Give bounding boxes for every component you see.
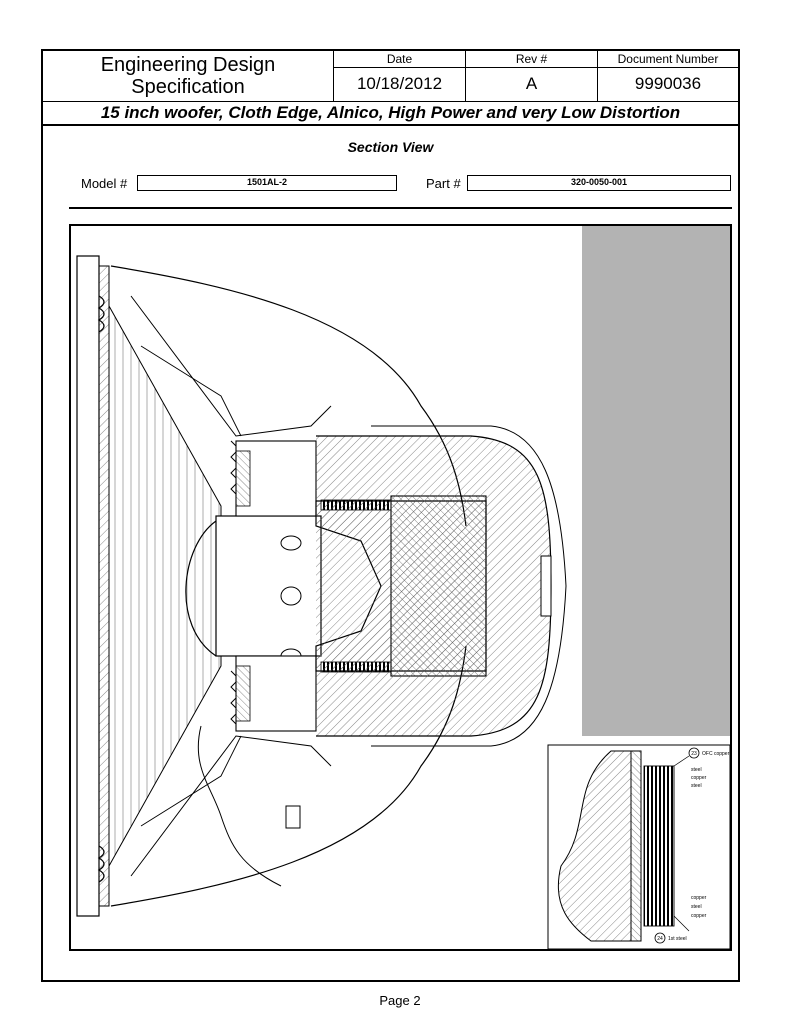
terminal <box>285 805 301 829</box>
spec-sheet: Engineering Design Specification Date 10… <box>41 49 740 982</box>
doc-title: Engineering Design Specification <box>43 51 334 101</box>
doc-number-label: Document Number <box>598 51 738 68</box>
ref-top-number: 23 <box>691 751 697 757</box>
model-label: Model # <box>81 176 128 191</box>
page-number: Page 2 <box>379 993 421 1008</box>
ref-top-text: OFC copper <box>702 751 730 757</box>
coil-winding-upper <box>235 450 251 507</box>
part-label: Part # <box>426 176 461 191</box>
rear-vent <box>540 555 552 617</box>
doc-title-line1: Engineering Design <box>100 54 276 76</box>
coil-former <box>215 515 322 657</box>
coil-winding-lower <box>235 665 251 722</box>
ref-bottom-text: 1st steel <box>668 936 687 942</box>
basket-top-rib <box>140 345 242 437</box>
ref-bubble-top <box>688 747 700 759</box>
vent-hole-mid <box>280 586 302 606</box>
detail-top-label-1: steel <box>691 767 702 773</box>
date-label: Date <box>334 51 465 68</box>
shade-panel <box>582 226 730 736</box>
dust-dome <box>185 520 217 657</box>
woofer-section-svg: 23 OFC copper steel copper steel copper … <box>76 226 730 949</box>
surround-bottom <box>97 845 105 883</box>
detail-bottom-label-3: copper <box>691 913 707 919</box>
basket-top-arm <box>130 295 332 437</box>
date-cell: Date 10/18/2012 <box>334 51 466 101</box>
cone <box>108 304 222 868</box>
basket-bottom-arm <box>130 735 332 877</box>
section-drawing: 23 OFC copper steel copper steel copper … <box>69 224 732 951</box>
surround-top <box>97 295 105 333</box>
model-field: 1501AL-2 <box>137 175 397 191</box>
doc-number-value: 9990036 <box>634 74 702 93</box>
detail-bottom-label-1: copper <box>691 895 707 901</box>
doc-number-cell: Document Number 9990036 <box>598 51 738 101</box>
ref-bubble-bottom <box>654 932 666 944</box>
ref-bottom-number: 24 <box>657 936 663 942</box>
detail-coil <box>643 765 675 927</box>
doc-title-line2: Specification <box>131 76 245 98</box>
product-subtitle: 15 inch woofer, Cloth Edge, Alnico, High… <box>43 101 738 126</box>
detail-bottom-label-2: steel <box>691 904 702 910</box>
detail-inset <box>547 744 730 949</box>
rev-value: A <box>525 74 538 93</box>
vent-hole-top <box>280 535 302 551</box>
detail-plate <box>630 750 642 942</box>
rev-label: Rev # <box>466 51 597 68</box>
lead-wire <box>197 725 282 887</box>
detail-top-label-3: steel <box>691 783 702 789</box>
part-field: 320-0050-001 <box>467 175 731 191</box>
header-row: Engineering Design Specification Date 10… <box>43 51 738 102</box>
basket-bottom-rib <box>140 735 242 827</box>
section-title: Section View <box>347 139 434 155</box>
frame-front-ring <box>76 255 100 917</box>
gasket <box>98 265 110 907</box>
outer-housing <box>371 425 567 747</box>
date-value: 10/18/2012 <box>356 74 443 93</box>
rev-cell: Rev # A <box>466 51 598 101</box>
detail-top-label-2: copper <box>691 775 707 781</box>
detail-magnet <box>557 750 632 942</box>
divider <box>69 207 732 209</box>
